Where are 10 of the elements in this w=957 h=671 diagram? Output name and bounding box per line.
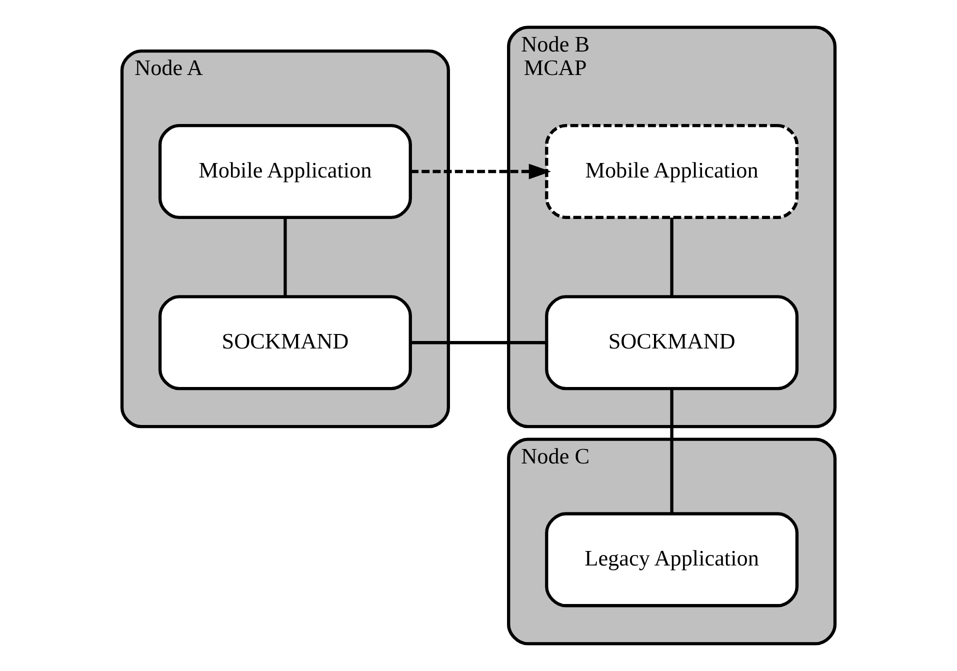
connector (670, 218, 674, 296)
connector (410, 341, 546, 344)
node-box: Legacy Application (545, 512, 799, 608)
connector (284, 218, 287, 296)
node-box: Mobile Application (545, 124, 799, 220)
connector (670, 389, 674, 514)
node-box: SOCKMAND (158, 295, 412, 390)
arrow (410, 164, 552, 180)
node-box: Mobile Application (158, 124, 412, 220)
node-box: SOCKMAND (545, 295, 799, 390)
